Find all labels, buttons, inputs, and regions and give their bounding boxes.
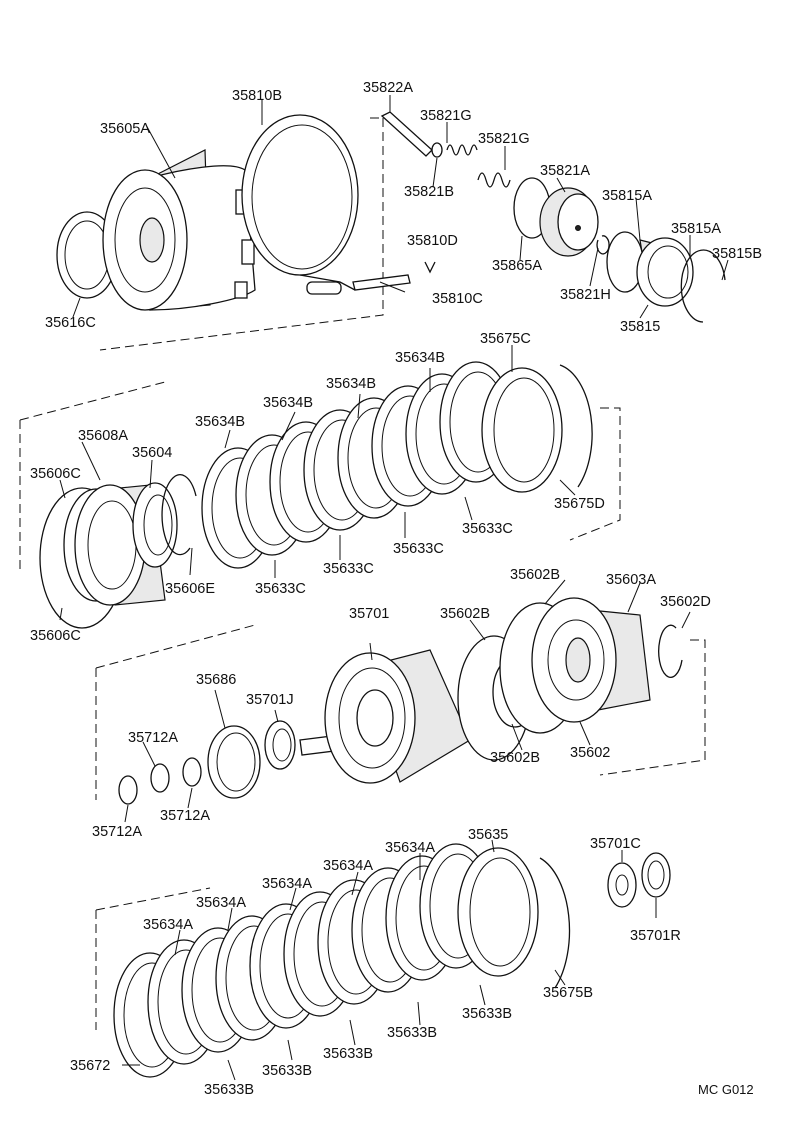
label-35701: 35701 bbox=[349, 606, 389, 622]
label-35633c-4: 35633C bbox=[255, 581, 306, 597]
group-bottom-clutch-plates bbox=[95, 839, 671, 1081]
part-plates-35634a-35633b bbox=[113, 843, 539, 1078]
label-35606c-2: 35606C bbox=[30, 628, 81, 644]
label-35675c: 35675C bbox=[480, 331, 531, 347]
part-labels: 35810B 35822A 35605A 35821G 35821G 35821… bbox=[30, 80, 762, 1098]
part-brake-band-35810b bbox=[241, 114, 359, 295]
part-spring-retainer-35604 bbox=[132, 482, 178, 568]
part-washer-35701c bbox=[607, 862, 637, 908]
label-35635: 35635 bbox=[468, 827, 508, 843]
label-35634b-2: 35634B bbox=[326, 376, 376, 392]
label-35822a: 35822A bbox=[363, 80, 413, 96]
part-thrust-race-35712a bbox=[118, 757, 202, 805]
label-35616c: 35616C bbox=[45, 315, 96, 331]
label-35602b-1: 35602B bbox=[510, 567, 560, 583]
label-35810d: 35810D bbox=[407, 233, 458, 249]
label-35634a-1: 35634A bbox=[385, 840, 435, 856]
label-35701r: 35701R bbox=[630, 928, 681, 944]
label-35821g-2: 35821G bbox=[478, 131, 530, 147]
label-35815b: 35815B bbox=[712, 246, 762, 262]
part-snap-ring-35602d bbox=[658, 624, 683, 678]
label-35606e: 35606E bbox=[165, 581, 215, 597]
part-plates-35634b-35633c bbox=[201, 361, 563, 569]
part-washer-35821b bbox=[431, 142, 443, 158]
label-35821h: 35821H bbox=[560, 287, 611, 303]
label-35602b-3: 35602B bbox=[490, 750, 540, 766]
label-35606c-1: 35606C bbox=[30, 466, 81, 482]
label-35810b: 35810B bbox=[232, 88, 282, 104]
part-ring-35686 bbox=[207, 725, 261, 799]
label-35821a: 35821A bbox=[540, 163, 590, 179]
label-35634b-4: 35634B bbox=[195, 414, 245, 430]
label-35672: 35672 bbox=[70, 1058, 110, 1074]
part-planetary-carrier-35701 bbox=[299, 649, 471, 784]
label-35605a: 35605A bbox=[100, 121, 150, 137]
label-35675d: 35675D bbox=[554, 496, 605, 512]
label-35633b-3: 35633B bbox=[323, 1046, 373, 1062]
part-clutch-drum-35608a bbox=[74, 484, 166, 606]
label-35634a-2: 35634A bbox=[323, 858, 373, 874]
part-snap-ring-35821h bbox=[596, 235, 610, 255]
part-spring-35821g-small bbox=[446, 144, 478, 156]
label-35712a-1: 35712A bbox=[128, 730, 178, 746]
label-35633b-4: 35633B bbox=[262, 1063, 312, 1079]
label-35608a: 35608A bbox=[78, 428, 128, 444]
label-35633c-1: 35633C bbox=[462, 521, 513, 537]
label-35633c-2: 35633C bbox=[393, 541, 444, 557]
label-35634a-5: 35634A bbox=[143, 917, 193, 933]
label-35602: 35602 bbox=[570, 745, 610, 761]
label-35815: 35815 bbox=[620, 319, 660, 335]
label-35815a-2: 35815A bbox=[671, 221, 721, 237]
label-35634b-1: 35634B bbox=[395, 350, 445, 366]
part-bearing-35701r bbox=[641, 852, 671, 898]
label-35634a-3: 35634A bbox=[262, 876, 312, 892]
label-35821g-1: 35821G bbox=[420, 108, 472, 124]
label-35602d: 35602D bbox=[660, 594, 711, 610]
label-35633b-1: 35633B bbox=[462, 1006, 512, 1022]
part-snap-ring-35675d bbox=[559, 364, 593, 488]
label-35603a: 35603A bbox=[606, 572, 656, 588]
label-35604: 35604 bbox=[132, 445, 172, 461]
label-35815a-1: 35815A bbox=[602, 188, 652, 204]
label-35633c-3: 35633C bbox=[323, 561, 374, 577]
label-35712a-2: 35712A bbox=[160, 808, 210, 824]
label-35634a-4: 35634A bbox=[196, 895, 246, 911]
part-brake-drum-35605a bbox=[102, 149, 256, 311]
label-35865a: 35865A bbox=[492, 258, 542, 274]
label-35810c: 35810C bbox=[432, 291, 483, 307]
part-spring-35821g-large bbox=[477, 172, 511, 188]
group-lower-drum-assembly bbox=[95, 579, 706, 823]
part-snap-ring-35815b bbox=[680, 249, 726, 323]
group-top-brake-servo bbox=[56, 95, 729, 351]
label-35821b: 35821B bbox=[404, 184, 454, 200]
label-35602b-2: 35602B bbox=[440, 606, 490, 622]
label-35633b-5: 35633B bbox=[204, 1082, 254, 1098]
group-middle-clutch-pack bbox=[19, 345, 621, 629]
label-35701c: 35701C bbox=[590, 836, 641, 852]
label-35675b: 35675B bbox=[543, 985, 593, 1001]
label-35712a-3: 35712A bbox=[92, 824, 142, 840]
part-snap-ring-35606e bbox=[161, 474, 197, 556]
label-35634b-3: 35634B bbox=[263, 395, 313, 411]
label-35686: 35686 bbox=[196, 672, 236, 688]
part-clip-35810d bbox=[424, 261, 436, 274]
part-servo-piston-35821a bbox=[539, 187, 599, 257]
figure-code: MC G012 bbox=[698, 1082, 754, 1097]
label-35633b-2: 35633B bbox=[387, 1025, 437, 1041]
part-carrier-35603a bbox=[531, 597, 651, 723]
label-35701j: 35701J bbox=[246, 692, 294, 708]
part-bearing-35701j bbox=[264, 720, 296, 770]
part-snap-ring-35675b bbox=[539, 857, 571, 989]
part-servo-cover-35815 bbox=[606, 231, 694, 307]
